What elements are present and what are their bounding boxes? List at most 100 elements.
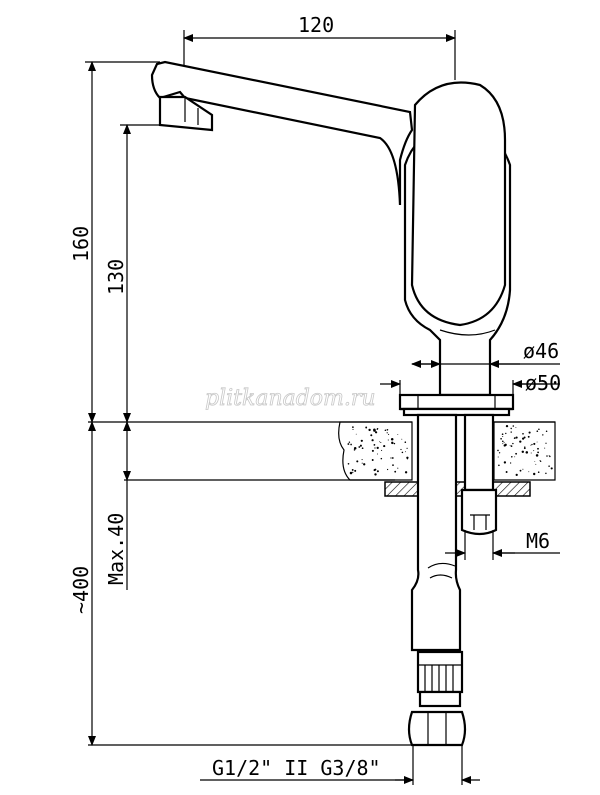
speckle xyxy=(511,456,513,458)
speckle xyxy=(404,471,408,474)
speckle xyxy=(546,455,548,457)
speckle xyxy=(509,445,511,446)
speckle xyxy=(350,443,352,446)
speckle xyxy=(373,444,376,446)
speckle xyxy=(535,463,537,465)
speckle xyxy=(534,460,536,462)
mounting-hardware xyxy=(384,413,531,747)
speckle xyxy=(376,428,379,430)
speckle xyxy=(401,438,403,440)
speckle xyxy=(370,434,373,437)
dim-max-40: Max.40 xyxy=(104,513,128,585)
speckle xyxy=(352,428,354,430)
speckle xyxy=(371,459,374,461)
speckle xyxy=(536,430,539,433)
speckle xyxy=(510,427,512,430)
speckle xyxy=(361,459,363,461)
speckle xyxy=(531,443,533,446)
speckle xyxy=(515,426,517,428)
speckle xyxy=(528,471,530,473)
speckle xyxy=(361,462,363,464)
speckle xyxy=(519,469,522,472)
dim-height-130: 130 xyxy=(104,259,128,295)
dim-stud-m6: M6 xyxy=(526,529,550,553)
speckle xyxy=(502,440,504,443)
dim-hose-400: ~400 xyxy=(69,566,93,614)
speckle xyxy=(380,441,382,444)
speckle xyxy=(368,428,371,432)
speckle xyxy=(514,456,516,458)
dim-width-120: 120 xyxy=(298,13,334,37)
speckle xyxy=(374,447,376,449)
speckle xyxy=(512,425,515,427)
speckle xyxy=(523,447,526,450)
dim-dia-50: ø50 xyxy=(525,371,561,395)
speckle xyxy=(373,428,376,432)
speckle xyxy=(397,433,399,435)
reference-lines xyxy=(85,30,555,785)
speckle xyxy=(352,471,354,473)
speckle xyxy=(359,444,362,447)
speckle xyxy=(497,456,499,458)
speckle xyxy=(390,457,392,459)
speckle xyxy=(500,437,502,440)
speckle xyxy=(353,449,356,451)
speckle xyxy=(393,442,396,445)
speckle xyxy=(386,428,389,431)
stone-speckles xyxy=(347,424,553,477)
speckle xyxy=(509,462,512,464)
speckle xyxy=(545,472,547,475)
speckle xyxy=(527,435,530,438)
speckle xyxy=(374,473,377,476)
speckle xyxy=(502,443,504,445)
speckle xyxy=(538,428,540,431)
speckle xyxy=(515,473,518,477)
speckle xyxy=(391,441,394,445)
speckle xyxy=(498,452,501,454)
speckle xyxy=(373,469,376,472)
speckle xyxy=(521,450,524,453)
speckle xyxy=(537,471,540,474)
speckle xyxy=(513,437,516,439)
speckle xyxy=(365,426,368,429)
speckle xyxy=(351,468,354,471)
speckle xyxy=(505,471,508,473)
speckle xyxy=(371,449,374,452)
speckle xyxy=(510,431,512,433)
speckle xyxy=(394,470,397,473)
speckle xyxy=(515,436,518,439)
speckle xyxy=(360,439,363,442)
dim-height-160: 160 xyxy=(69,226,93,262)
speckle xyxy=(522,437,525,440)
speckle xyxy=(392,464,394,466)
speckle xyxy=(501,433,504,436)
speckle xyxy=(397,467,399,469)
speckle xyxy=(548,455,550,457)
speckle xyxy=(524,446,526,448)
speckle xyxy=(510,445,513,447)
speckle xyxy=(519,440,522,443)
speckle xyxy=(515,452,518,455)
speckle xyxy=(505,432,507,435)
speckle xyxy=(349,471,353,475)
speckle xyxy=(406,447,408,449)
speckle xyxy=(503,461,507,464)
speckle xyxy=(361,447,364,450)
speckle xyxy=(358,446,361,448)
speckle xyxy=(376,470,379,473)
speckle xyxy=(533,450,535,452)
speckle xyxy=(381,449,383,451)
speckle xyxy=(530,444,532,446)
speckle xyxy=(533,472,536,476)
speckle xyxy=(504,443,507,447)
speckle xyxy=(406,458,408,460)
speckle xyxy=(401,451,404,454)
speckle xyxy=(528,431,531,434)
speckle xyxy=(503,441,505,443)
speckle xyxy=(386,468,389,471)
speckle xyxy=(356,460,359,463)
dimension-lines xyxy=(88,34,560,784)
speckle xyxy=(505,424,509,428)
speckle xyxy=(548,465,550,467)
